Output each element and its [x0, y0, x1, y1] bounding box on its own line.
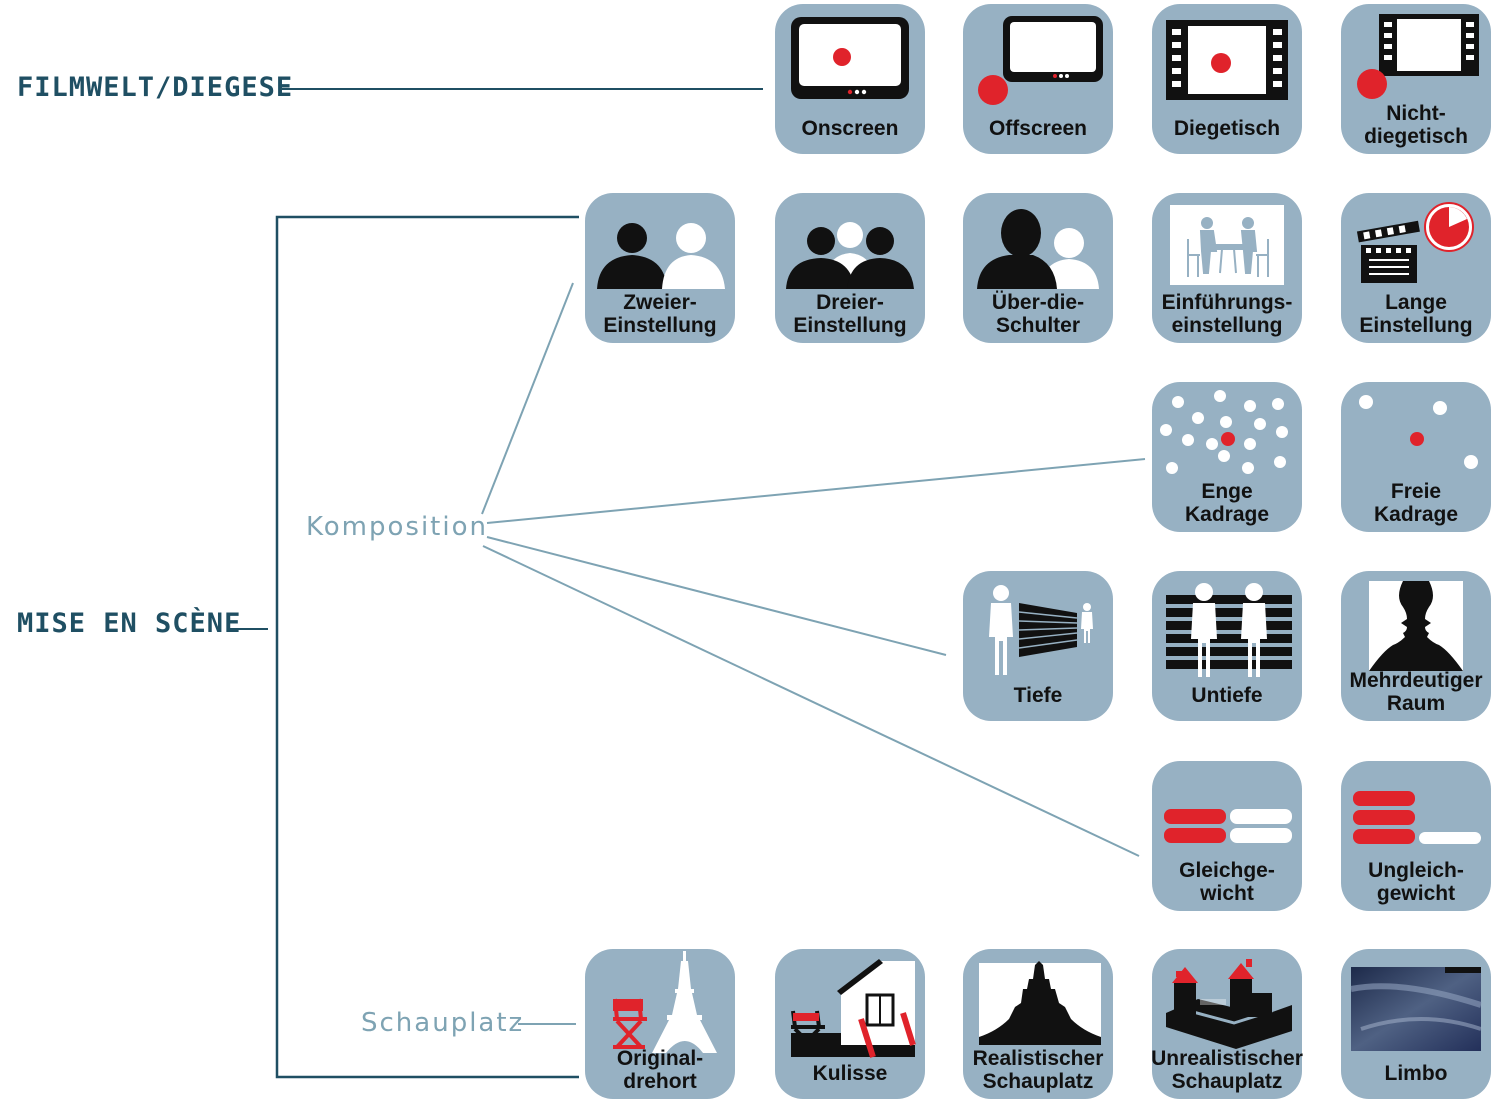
tv-dot-icon [791, 17, 909, 99]
sparse-dots-icon [1359, 395, 1478, 469]
tile-nichtdiegetisch[interactable]: Nicht-diegetisch [1341, 4, 1491, 154]
tile-label: Diegetisch [1173, 117, 1281, 140]
eiffel-chair-icon [613, 951, 717, 1053]
castle-silhouette-icon [979, 961, 1101, 1045]
tile-gleichgewicht[interactable]: Gleichge-wicht [1152, 761, 1302, 911]
tile-tiefe[interactable]: Tiefe [963, 571, 1113, 721]
filmwelt-heading: FILMWELT/DIEGESE [17, 72, 294, 103]
clapperboard-clock-icon [1356, 202, 1474, 283]
three-people-icon [786, 222, 914, 289]
komposition-to-kadrage [486, 458, 1146, 524]
komposition-label: Komposition [306, 512, 488, 542]
tile-originaldrehort[interactable]: Original-drehort [585, 949, 735, 1099]
komposition-to-tiefe [486, 536, 947, 656]
filmstrip-outside-dot-icon [1357, 14, 1479, 99]
tile-kulisse[interactable]: Kulisse [775, 949, 925, 1099]
tile-label: Über-die-Schulter [991, 291, 1085, 337]
tile-onscreen[interactable]: Onscreen [775, 4, 925, 154]
tile-dreier-einstellung[interactable]: Dreier-Einstellung [775, 193, 925, 343]
filmstrip-dot-icon [1166, 20, 1288, 100]
tile-ueber-die-schulter[interactable]: Über-die-Schulter [963, 193, 1113, 343]
establishing-shot-icon [1170, 205, 1284, 285]
tile-untiefe[interactable]: Untiefe [1152, 571, 1302, 721]
tile-label: Zweier-Einstellung [603, 291, 717, 337]
tile-label: Gleichge-wicht [1179, 859, 1275, 905]
dense-dots-icon [1160, 390, 1288, 474]
tile-label: Offscreen [988, 117, 1088, 140]
tile-zweier-einstellung[interactable]: Zweier-Einstellung [585, 193, 735, 343]
komposition-to-gleichgewicht [482, 545, 1140, 857]
tile-label: Untiefe [1191, 684, 1263, 707]
tile-label: Einführungs-einstellung [1161, 291, 1293, 337]
limbo-void-icon [1350, 967, 1482, 1051]
imbalance-bars-icon [1353, 791, 1481, 844]
vase-faces-icon [1369, 581, 1463, 671]
tile-einfuehrungseinstellung[interactable]: Einführungs-einstellung [1152, 193, 1302, 343]
tv-offscreen-dot-icon [978, 16, 1103, 105]
tile-limbo[interactable]: Limbo [1341, 949, 1491, 1099]
tile-label: Onscreen [801, 117, 899, 140]
set-house-icon [791, 959, 916, 1058]
two-people-icon [597, 223, 725, 289]
depth-icon [989, 585, 1093, 675]
tile-label: Ungleich-gewicht [1368, 859, 1464, 905]
tile-diegetisch[interactable]: Diegetisch [1152, 4, 1302, 154]
tile-ungleichgewicht[interactable]: Ungleich-gewicht [1341, 761, 1491, 911]
tile-label: Nicht-diegetisch [1364, 102, 1468, 148]
mise-en-scene-bracket [275, 215, 579, 1079]
tile-label: Tiefe [1013, 684, 1063, 707]
tile-label: Kulisse [812, 1062, 888, 1085]
tile-offscreen[interactable]: Offscreen [963, 4, 1113, 154]
mise-en-scene-heading: MISE EN SCÈNE [17, 608, 242, 639]
komposition-to-einstellungen [481, 282, 574, 515]
tile-label: Dreier-Einstellung [793, 291, 907, 337]
tile-label: Limbo [1384, 1062, 1448, 1085]
shallow-icon [1166, 583, 1292, 677]
tile-label: Original-drehort [616, 1047, 704, 1093]
balance-bars-icon [1164, 809, 1292, 843]
schauplatz-label: Schauplatz [361, 1008, 525, 1038]
over-shoulder-icon [977, 209, 1099, 289]
block-castle-icon [1166, 959, 1292, 1049]
